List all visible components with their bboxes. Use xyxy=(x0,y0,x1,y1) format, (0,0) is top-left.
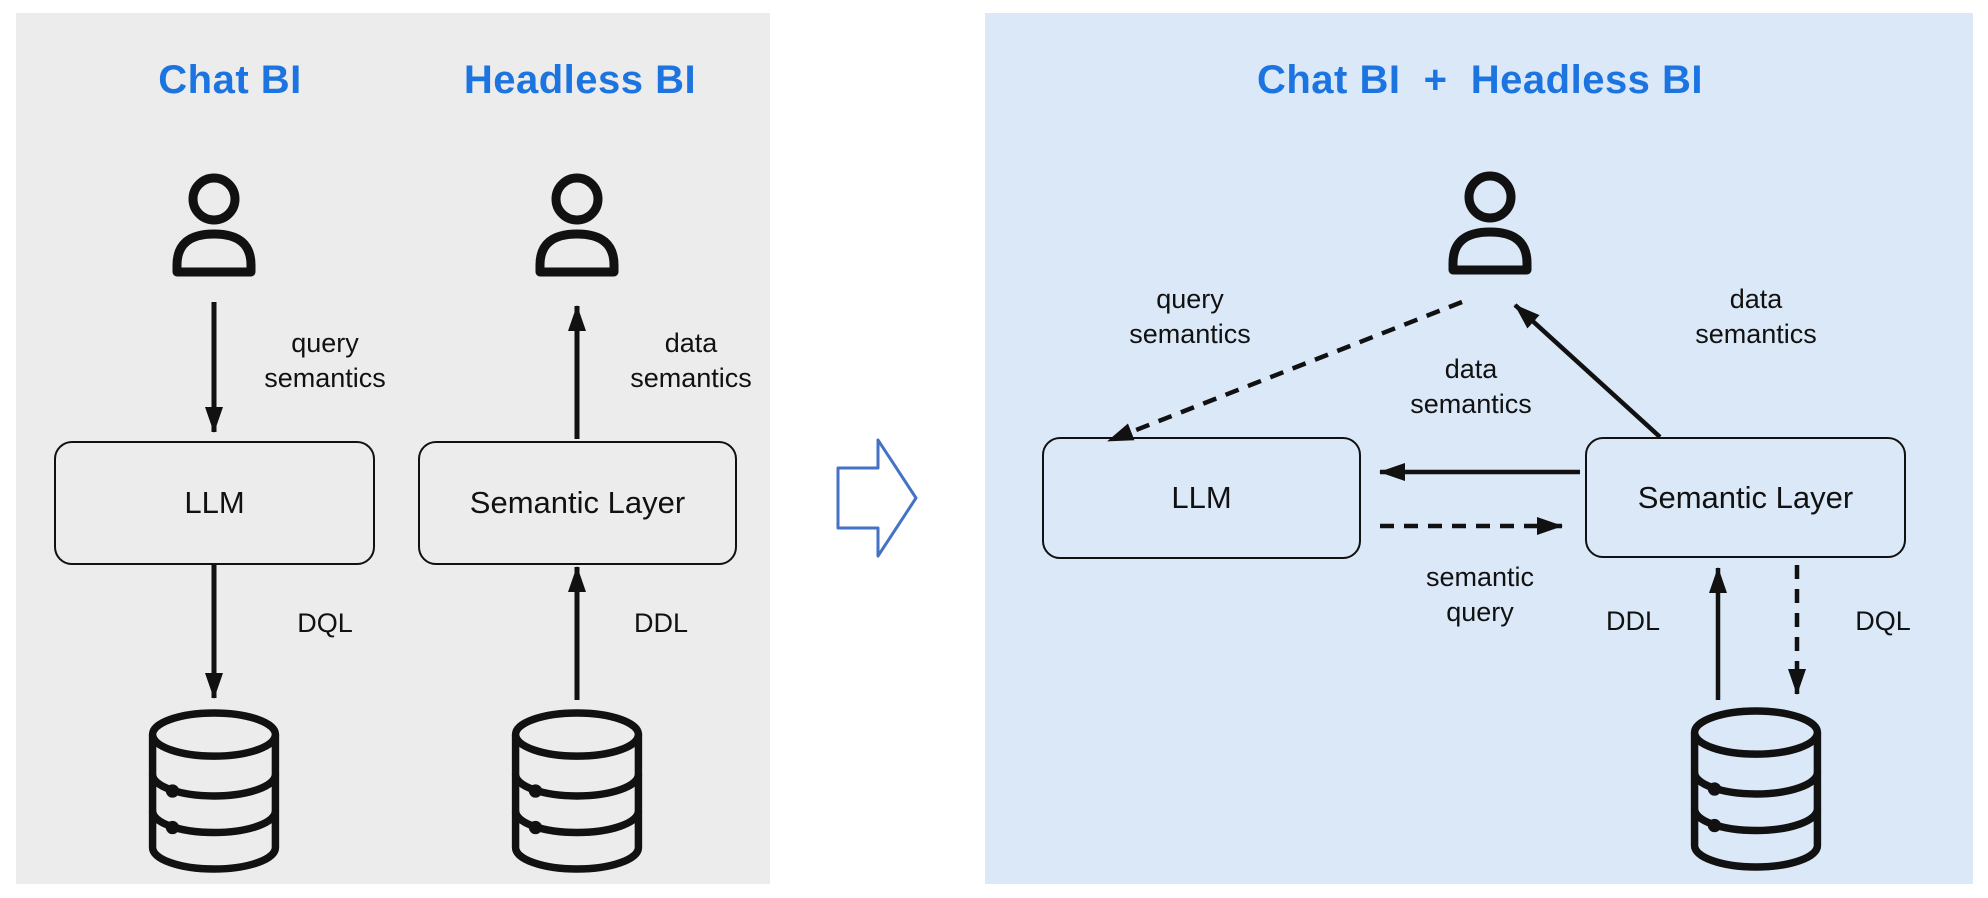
ddl-label-left: DDL xyxy=(633,608,688,638)
after-panel xyxy=(985,13,1973,884)
dql-label-right: DQL xyxy=(1855,606,1911,636)
dql-label-left: DQL xyxy=(297,608,353,638)
llm-box-right: LLM xyxy=(1042,437,1361,559)
arrow-sl-to-user-solid xyxy=(1513,303,1662,439)
query-semantics-label-right: query semantics xyxy=(1129,284,1251,349)
chat-bi-title: Chat BI xyxy=(158,58,302,102)
ddl-label-right: DDL xyxy=(1605,606,1660,636)
query-semantics-label-left: query semantics xyxy=(264,328,386,393)
semantic-layer-box-right: Semantic Layer xyxy=(1585,437,1906,558)
semantic-query-label: semantic query xyxy=(1425,562,1535,627)
combined-title: Chat BI + Headless BI xyxy=(1256,58,1704,102)
llm-box-left: LLM xyxy=(54,441,375,565)
data-semantics-label-outer: data semantics xyxy=(1695,284,1817,349)
data-semantics-label-mid: data semantics xyxy=(1410,354,1532,419)
database-icon-chat-bi xyxy=(153,713,276,869)
user-icon-chat-bi xyxy=(177,178,251,272)
semantic-layer-box-left: Semantic Layer xyxy=(418,441,737,565)
before-panel xyxy=(16,13,770,884)
user-icon-combined xyxy=(1453,176,1527,270)
transform-arrow xyxy=(836,438,918,558)
arrow-user-to-llm-dashed xyxy=(1107,299,1463,444)
headless-bi-title: Headless BI xyxy=(463,58,697,102)
database-icon-headless-bi xyxy=(516,713,639,869)
database-icon-combined xyxy=(1695,711,1818,867)
user-icon-headless-bi xyxy=(540,178,614,272)
data-semantics-label-left: data semantics xyxy=(630,328,752,393)
